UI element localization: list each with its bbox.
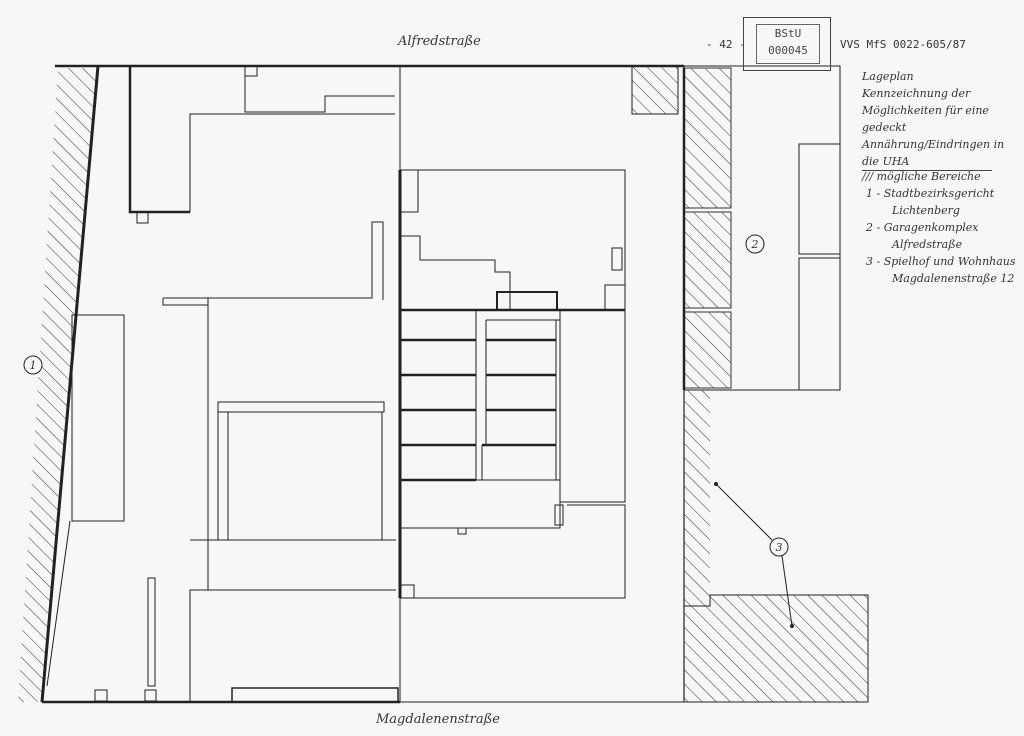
- svg-text:1: 1: [30, 359, 37, 372]
- hatched-area-2b: [683, 211, 732, 309]
- marker-3-dot-a: [714, 482, 718, 486]
- classification-mark: VVS MfS 0022-605/87: [840, 38, 966, 51]
- legend-item-2-cont: Alfredstraße: [892, 238, 963, 251]
- building-west: [46, 65, 399, 703]
- legend-title-line-4: Annährung/Eindringen in: [862, 138, 1005, 151]
- marker-3-leader-right: [781, 555, 793, 627]
- legend-item-1-cont: Lichtenberg: [892, 204, 960, 217]
- building-east-garages: [682, 65, 841, 391]
- hatched-area-top-corner: [631, 65, 679, 115]
- marker-1: 1: [23, 355, 43, 375]
- stamp-line-2: 000045: [768, 44, 808, 57]
- hatched-area-2c: [683, 311, 732, 389]
- legend-item-3-cont: Magdalenenstraße 12: [892, 272, 1015, 285]
- hatched-area-2a: [683, 67, 732, 209]
- legend-hatch-label: /// mögliche Bereiche: [862, 170, 981, 183]
- hatched-area-1: [18, 68, 98, 702]
- page-number: - 42 -: [706, 38, 746, 51]
- street-label-north: Alfredstraße: [398, 34, 481, 49]
- legend-title-line-5: die UHA: [862, 153, 992, 171]
- legend-title-line-3: Möglichkeiten für eine gedeckt: [862, 104, 989, 134]
- legend-item-1: 1 - Stadtbezirksgericht: [866, 187, 995, 200]
- legend-item-3: 3 - Spielhof und Wohnhaus: [866, 255, 1016, 268]
- legend-item-2: 2 - Garagenkomplex: [866, 221, 979, 234]
- legend-title-line-2: Kennzeichnung der: [862, 87, 971, 100]
- legend-title: Lageplan Kennzeichnung der Möglichkeiten…: [862, 68, 1024, 171]
- hatched-area-3a: [684, 390, 710, 606]
- marker-3-leader-left: [715, 483, 773, 541]
- site-outline: [40, 64, 685, 704]
- east-yard: [684, 594, 869, 703]
- street-label-south: Magdalenenstraße: [376, 712, 500, 727]
- legend-title-line-1: Lageplan: [862, 70, 914, 83]
- marker-3-dot-b: [790, 624, 794, 628]
- building-center: [398, 169, 626, 599]
- svg-text:2: 2: [751, 238, 759, 251]
- svg-text:3: 3: [776, 541, 783, 554]
- archive-stamp: BStU 000045: [743, 17, 831, 71]
- marker-3: 3: [769, 537, 789, 557]
- marker-2: 2: [745, 234, 765, 254]
- stamp-line-1: BStU: [774, 27, 802, 40]
- legend-items: /// mögliche Bereiche 1 - Stadtbezirksge…: [862, 168, 1016, 287]
- hatched-area-3b: [684, 595, 868, 702]
